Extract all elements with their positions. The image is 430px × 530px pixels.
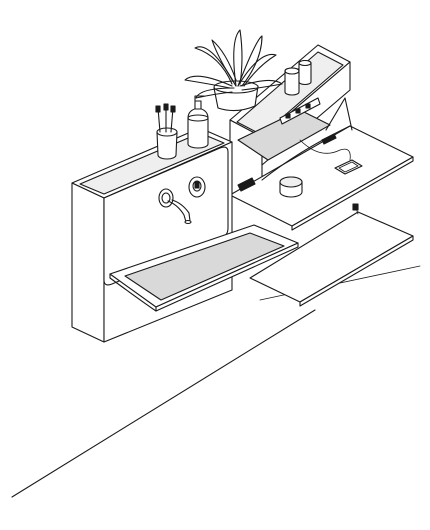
hinge-clip-icon — [237, 177, 256, 192]
plant-pot-icon — [184, 29, 283, 112]
floor-line — [11, 309, 316, 498]
fold-down-sink-tray — [109, 224, 299, 312]
candles-icon — [284, 59, 312, 96]
cream-jar-icon — [279, 176, 303, 198]
phone-icon — [334, 159, 363, 175]
lower-fold-panel — [249, 203, 414, 307]
toothbrush-cup-icon — [155, 103, 178, 160]
faucet-icon — [158, 188, 192, 225]
sink-cabinet — [71, 127, 233, 343]
tap-handle-icon — [188, 176, 206, 198]
soap-dispenser-icon — [187, 95, 209, 149]
fold-down-desk — [229, 97, 414, 231]
